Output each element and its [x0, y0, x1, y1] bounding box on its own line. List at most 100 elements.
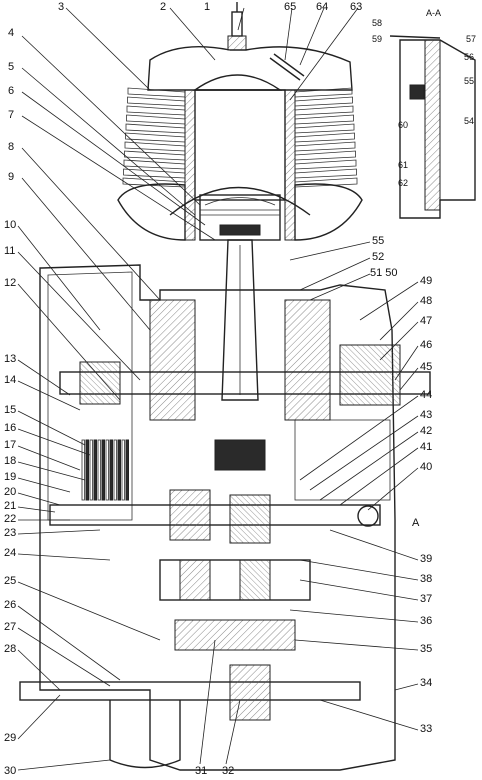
label-2: 2: [160, 1, 167, 13]
cooling-fin: [294, 177, 358, 188]
piston: [199, 194, 281, 241]
label-34: 34: [420, 677, 433, 689]
leader-line: [299, 257, 371, 291]
leader-line: [399, 367, 419, 391]
leader-line: [289, 609, 419, 623]
label-11: 11: [4, 245, 16, 257]
label-41: 41: [420, 441, 433, 453]
leader-line: [17, 283, 121, 401]
section-mark: A-A: [426, 8, 442, 18]
leader-line: [17, 461, 86, 481]
label-58: 58: [372, 18, 383, 28]
label-43: 43: [420, 409, 433, 421]
clutch: [81, 439, 129, 501]
label-51-50: 51 50: [370, 267, 398, 279]
label-63: 63: [350, 1, 363, 13]
cooling-fin: [122, 177, 186, 188]
inset-detail: [389, 35, 476, 219]
cooling-fin: [294, 105, 354, 116]
label-13: 13: [4, 353, 17, 365]
clutch-plate: [89, 439, 93, 501]
leader-line: [294, 639, 419, 651]
label-33: 33: [420, 723, 433, 735]
cooling-fin: [125, 123, 186, 134]
cooling-fin: [126, 114, 186, 125]
leader-line: [299, 7, 325, 66]
label-36: 36: [420, 615, 433, 627]
leader-line: [289, 241, 371, 261]
leader-line: [319, 431, 419, 501]
label-20: 20: [4, 486, 17, 498]
label-14: 14: [4, 374, 17, 386]
label-7: 7: [8, 109, 15, 121]
label-35: 35: [420, 643, 433, 655]
leader-line: [17, 553, 111, 561]
spark-plug: [227, 2, 247, 51]
leader-line: [309, 415, 419, 491]
label-22: 22: [4, 513, 17, 525]
label-46: 46: [420, 339, 433, 351]
leader-line: [394, 345, 419, 381]
cooling-fin: [125, 132, 186, 143]
leader-line: [199, 639, 216, 765]
crankcase: [39, 264, 396, 771]
leader-line: [17, 380, 81, 411]
label-49: 49: [420, 275, 433, 287]
leader-line: [17, 477, 71, 493]
leader-line: [17, 759, 111, 771]
label-25: 25: [4, 575, 17, 587]
label-64: 64: [316, 1, 329, 13]
label-5: 5: [8, 61, 15, 73]
cooling-fin: [294, 168, 357, 179]
label-9: 9: [8, 171, 15, 183]
label-62: 62: [398, 178, 409, 188]
label-19: 19: [4, 471, 17, 483]
leader-line: [17, 251, 141, 381]
leader-line: [169, 7, 216, 61]
leader-line: [17, 492, 61, 506]
label-30: 30: [4, 765, 17, 777]
label-61: 61: [398, 160, 409, 170]
leader-line: [65, 7, 151, 91]
crankshaft: [59, 299, 431, 471]
leader-line: [379, 321, 419, 361]
leader-line: [339, 447, 419, 506]
leader-line: [367, 467, 419, 511]
leader-line: [17, 410, 86, 446]
label-15: 15: [4, 404, 17, 416]
label-59: 59: [372, 34, 383, 44]
label-31: 31: [195, 765, 208, 777]
clutch-plate: [101, 439, 105, 501]
cooling-fin: [124, 141, 186, 152]
leader-line: [17, 506, 56, 513]
leader-line: [17, 428, 91, 456]
clutch-plate: [117, 439, 121, 501]
cooling-fin: [294, 87, 353, 98]
cooling-fin: [294, 159, 357, 170]
leader-line: [299, 579, 419, 601]
clutch-plate: [97, 439, 101, 501]
label-23: 23: [4, 527, 17, 539]
clutch-plate: [121, 439, 125, 501]
label-39: 39: [420, 553, 433, 565]
cylinder-head: [147, 46, 353, 91]
leader-lines: [17, 7, 419, 771]
label-48: 48: [420, 295, 433, 307]
cylinder-fins: [122, 87, 358, 188]
label-55: 55: [372, 235, 385, 247]
cooling-fin: [294, 123, 355, 134]
label-24: 24: [4, 547, 17, 559]
label-57: 57: [466, 34, 477, 44]
label-4: 4: [8, 27, 15, 39]
leader-line: [17, 627, 111, 687]
label-28: 28: [4, 643, 17, 655]
label-26: 26: [4, 599, 17, 611]
cooling-fin: [294, 96, 353, 107]
clutch-plate: [125, 439, 129, 501]
leader-line: [329, 529, 419, 561]
cooling-fin: [123, 168, 186, 179]
label-29: 29: [4, 732, 17, 744]
cooling-fin: [126, 105, 186, 116]
cooling-fin: [127, 96, 186, 107]
